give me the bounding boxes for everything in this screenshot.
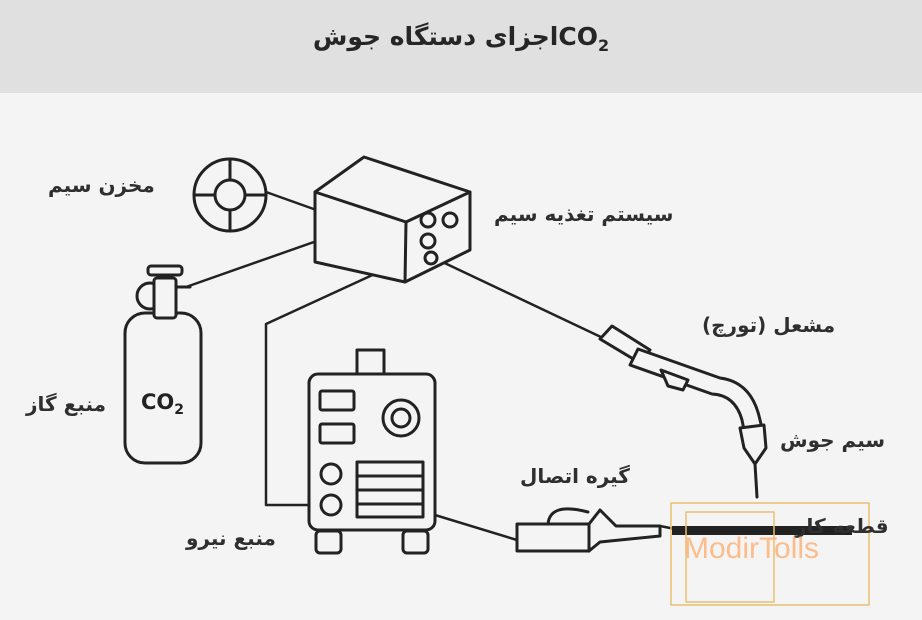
wire-feeder-icon [313, 155, 472, 284]
watermark: ModirTolls [684, 532, 820, 565]
label-workpiece: قطعه کار [795, 514, 889, 538]
cylinder-label: CO2 [141, 390, 184, 418]
label-welding-wire: سیم جوش [780, 428, 886, 452]
label-ground-clamp: گیره اتصال [520, 464, 630, 488]
cylinder-text: CO [141, 390, 175, 414]
label-wire-spool: مخزن سیم [48, 173, 155, 197]
title-text: اجزای دستگاه جوش [312, 22, 559, 51]
ground-clamp-icon [515, 507, 662, 553]
label-gas-source: منبع گاز [26, 392, 106, 416]
watermark-frame [670, 502, 870, 606]
welding-torch-icon [598, 324, 768, 499]
header-bar [0, 0, 922, 93]
workpiece-bar [672, 526, 852, 535]
page-title: اجزای دستگاه جوشCO2 [0, 22, 922, 55]
label-power-source: منبع نیرو [186, 526, 276, 550]
label-wire-feeder: سیستم تغذیه سیم [494, 202, 674, 226]
title-subscript: 2 [598, 36, 610, 55]
cylinder-subscript: 2 [174, 402, 185, 419]
wire-spool-icon [192, 157, 268, 233]
title-prefix: CO [558, 22, 598, 51]
label-torch: مشعل (تورچ) [702, 313, 836, 337]
gas-cylinder-icon [123, 264, 203, 465]
power-source-icon [307, 348, 437, 555]
